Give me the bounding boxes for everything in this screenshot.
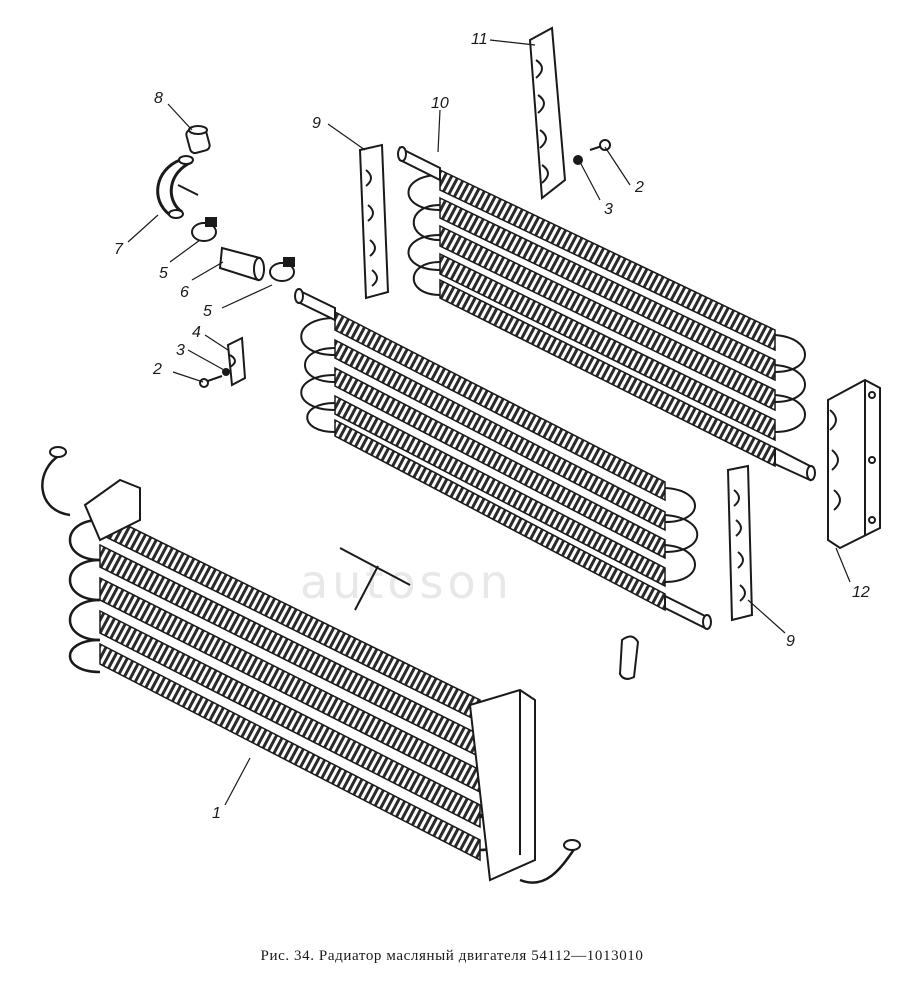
hose-clamp-lower — [269, 257, 295, 282]
hose-clamp-upper — [191, 217, 217, 242]
callout-11: 11 — [471, 31, 488, 48]
upper-tube-bundle-tubes — [439, 168, 776, 468]
bolt-right — [589, 139, 611, 151]
callout-4: 4 — [192, 324, 201, 341]
callout-7: 7 — [114, 241, 124, 258]
callout-1: 1 — [212, 805, 221, 822]
assembled-radiator-tubes — [99, 510, 481, 862]
clamp-strip — [528, 26, 567, 200]
callout-9-lower: 9 — [786, 633, 795, 650]
callout-2-left: 2 — [152, 361, 162, 378]
middle-tube-bundle-tubes — [334, 310, 666, 612]
callout-12: 12 — [852, 584, 870, 601]
small-clip-bottom — [618, 635, 640, 680]
callout-9-upper: 9 — [312, 115, 321, 132]
callout-6: 6 — [180, 284, 189, 301]
callout-3-left: 3 — [176, 342, 185, 359]
callout-5-lower: 5 — [203, 303, 212, 320]
mounting-bracket — [827, 378, 881, 550]
upper-tube-bundle — [397, 146, 816, 482]
figure-caption: Рис. 34. Радиатор масляный двигателя 541… — [260, 948, 644, 964]
callout-5-upper: 5 — [159, 265, 168, 282]
assembled-radiator — [41, 446, 581, 884]
exploded-view-marker — [339, 547, 411, 611]
callout-labels: 1 2 2 3 3 4 5 5 6 7 8 9 9 10 11 12 — [114, 31, 870, 822]
rubber-hose — [218, 246, 265, 282]
elbow-pipe — [156, 155, 199, 219]
callout-2-right: 2 — [634, 179, 644, 196]
retaining-clip — [226, 336, 247, 387]
leader-lines — [127, 39, 851, 806]
upper-tube-bundle-fittings — [397, 146, 816, 482]
callout-10: 10 — [431, 95, 449, 112]
washer-left — [222, 368, 230, 376]
upper-tube-bundle-return-bends — [407, 174, 806, 433]
assembled-radiator-left-bends — [41, 453, 101, 674]
plug-cap — [185, 125, 211, 155]
callout-3-right: 3 — [604, 201, 613, 218]
callout-8: 8 — [154, 90, 163, 107]
bolt-left — [199, 375, 223, 388]
middle-tube-bundle-return-bends — [300, 317, 698, 583]
assembled-radiator-brackets — [83, 478, 536, 882]
middle-tube-bundle — [294, 288, 712, 630]
tube-support-strip-lower — [726, 464, 754, 622]
assembled-radiator-inlet-fittings — [49, 446, 581, 851]
tube-support-strip-upper — [358, 143, 390, 300]
middle-tube-bundle-fittings — [294, 288, 712, 630]
